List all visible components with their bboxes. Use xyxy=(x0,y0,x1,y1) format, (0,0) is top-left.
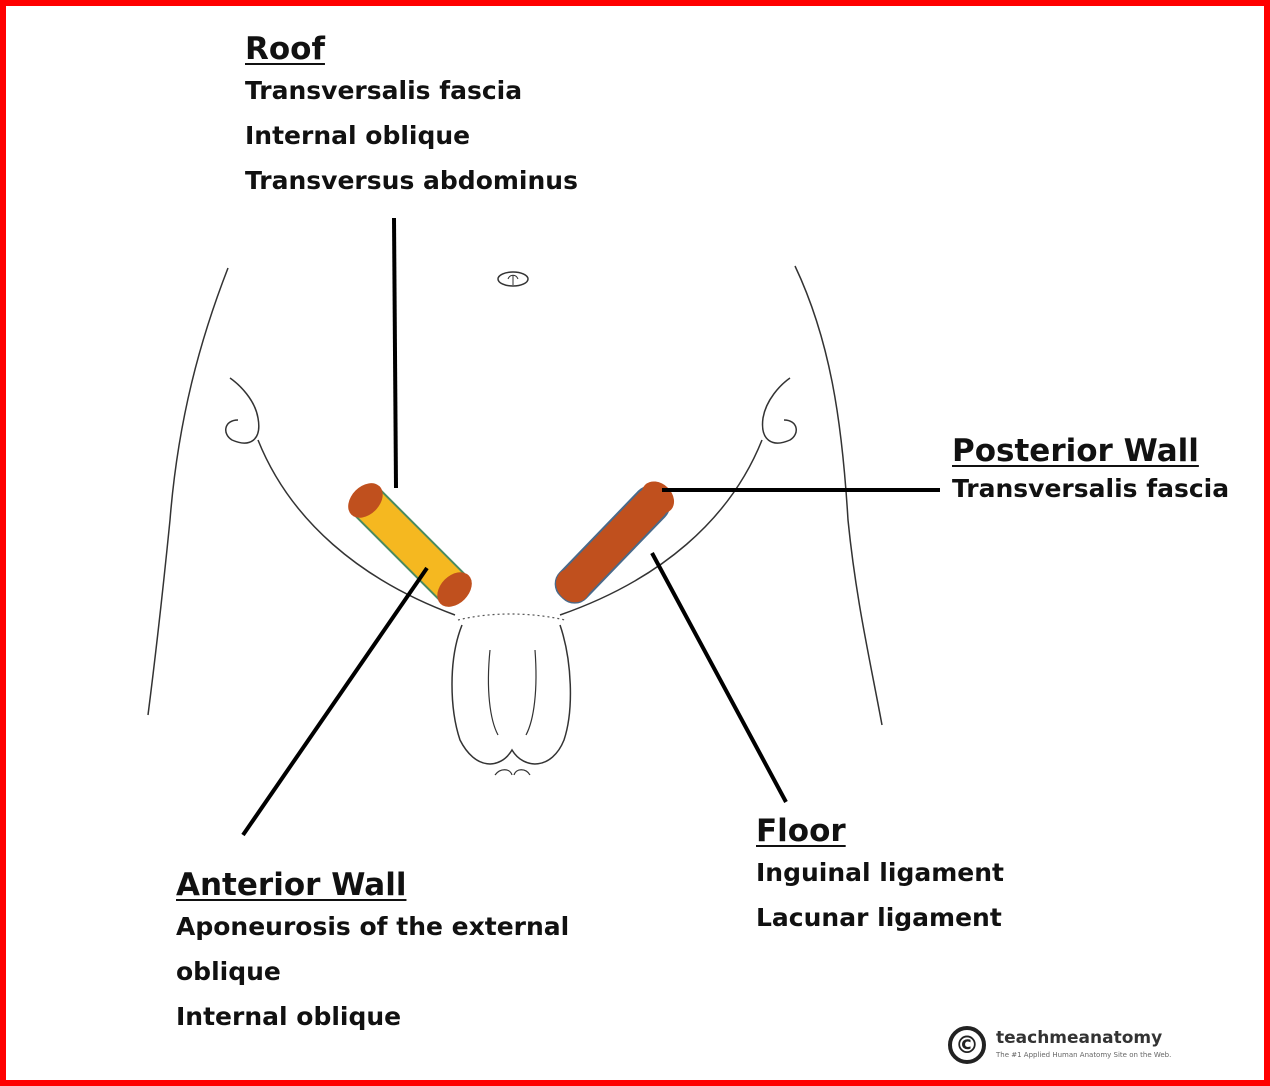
floor-leader-line xyxy=(652,553,786,802)
anterior-wall-label: Anterior Wall Aponeurosis of the externa… xyxy=(176,866,569,1039)
logo-brand: teachmeanatomy xyxy=(996,1028,1162,1048)
genital-outline xyxy=(452,625,570,764)
hip-curve-right xyxy=(763,378,797,443)
anterior-wall-item: Internal oblique xyxy=(176,994,569,1039)
posterior-wall-heading: Posterior Wall xyxy=(952,432,1199,470)
anterior-wall-item: oblique xyxy=(176,949,569,994)
floor-item: Lacunar ligament xyxy=(756,895,1004,940)
floor-item: Inguinal ligament xyxy=(756,850,1004,895)
posterior-wall-item: Transversalis fascia xyxy=(952,470,1229,508)
anterior-wall-leader-line xyxy=(243,568,427,835)
roof-leader-line xyxy=(394,218,396,488)
roof-heading: Roof xyxy=(245,30,325,68)
floor-heading: Floor xyxy=(756,812,846,850)
body-outline-right xyxy=(795,266,882,725)
anterior-wall-heading: Anterior Wall xyxy=(176,866,406,904)
posterior-wall-label: Posterior Wall Transversalis fascia xyxy=(952,432,1229,508)
roof-item: Transversalis fascia xyxy=(245,68,578,113)
pubic-dotted-line xyxy=(458,614,565,620)
roof-label: Roof Transversalis fascia Internal obliq… xyxy=(245,30,578,203)
hip-curve-left xyxy=(226,378,259,443)
body-outline-left xyxy=(148,268,228,715)
anterior-wall-item: Aponeurosis of the external xyxy=(176,904,569,949)
floor-label: Floor Inguinal ligament Lacunar ligament xyxy=(756,812,1004,940)
right-inguinal-canal xyxy=(549,475,680,609)
roof-item: Internal oblique xyxy=(245,113,578,158)
roof-item: Transversus abdominus xyxy=(245,158,578,203)
copyright-icon: © xyxy=(948,1026,986,1064)
logo-tagline: The #1 Applied Human Anatomy Site on the… xyxy=(996,1051,1171,1059)
